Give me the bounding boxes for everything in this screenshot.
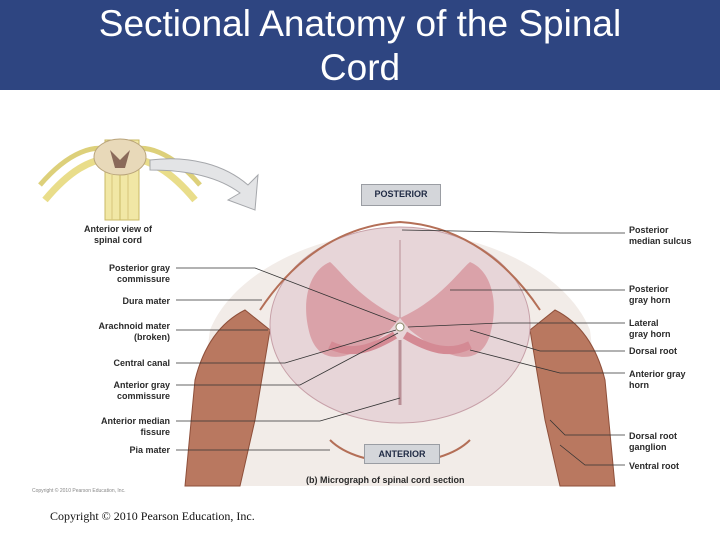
label-line: median sulcus: [629, 236, 692, 246]
label-line: horn: [629, 380, 649, 390]
label-line: Ventral root: [629, 461, 680, 471]
label-ventral-root: Ventral root: [629, 461, 719, 472]
label-line: Dorsal root: [629, 346, 678, 356]
inset-label: Anterior view of spinal cord: [73, 224, 163, 246]
label-anterior-gray-commissure: Anterior gray commissure: [60, 380, 170, 402]
inset-spinal-cord-illustration: [38, 138, 202, 221]
label-line: (broken): [134, 332, 170, 342]
label-line: fissure: [140, 427, 170, 437]
pointer-arrow: [149, 158, 259, 211]
label-line: Arachnoid mater: [98, 321, 170, 331]
title-bar: [0, 0, 720, 90]
label-anterior-median-fissure: Anterior median fissure: [60, 416, 170, 438]
label-line: gray horn: [629, 295, 671, 305]
label-line: Posterior: [629, 284, 669, 294]
label-line: Dura mater: [122, 296, 170, 306]
label-line: ganglion: [629, 442, 667, 452]
label-line: Posterior gray: [108, 263, 170, 273]
slide-title: Sectional Anatomy of the Spinal Cord: [0, 2, 720, 90]
left-leader-lines: [176, 267, 401, 451]
anterior-label-box: ANTERIOR: [364, 444, 440, 464]
small-copyright: Copyright © 2010 Pearson Education, Inc.: [32, 488, 126, 494]
label-lateral-gray-horn: Lateral gray horn: [629, 318, 719, 340]
label-dura-mater: Dura mater: [60, 296, 170, 307]
slide-title-line-1: Sectional Anatomy of the Spinal: [98, 3, 622, 44]
label-line: gray horn: [629, 329, 671, 339]
label-dorsal-root-ganglion: Dorsal root ganglion: [629, 431, 719, 453]
inset-label-line-2: spinal cord: [93, 235, 142, 245]
label-anterior-gray-horn: Anterior gray horn: [629, 369, 719, 391]
slide-title-line-2: Cord: [319, 47, 401, 88]
label-line: commissure: [116, 274, 170, 284]
label-posterior-median-sulcus: Posterior median sulcus: [629, 225, 719, 247]
label-posterior-gray-commissure: Posterior gray commissure: [60, 263, 170, 285]
label-dorsal-root: Dorsal root: [629, 346, 719, 357]
micrograph-image: [184, 220, 616, 487]
label-line: Posterior: [629, 225, 669, 235]
label-line: commissure: [116, 391, 170, 401]
label-line: Anterior gray: [113, 380, 170, 390]
label-line: Anterior median: [100, 416, 170, 426]
label-line: Dorsal root: [629, 431, 678, 441]
inset-label-line-1: Anterior view of: [83, 224, 152, 234]
figure-caption: (b) Micrograph of spinal cord section: [306, 475, 465, 485]
posterior-label-box: POSTERIOR: [361, 184, 441, 206]
label-arachnoid-mater: Arachnoid mater (broken): [60, 321, 170, 343]
label-line: Anterior gray: [629, 369, 686, 379]
label-line: Central canal: [113, 358, 170, 368]
label-central-canal: Central canal: [60, 358, 170, 369]
label-posterior-gray-horn: Posterior gray horn: [629, 284, 719, 306]
label-line: Pia mater: [129, 445, 170, 455]
right-leader-lines: [401, 229, 625, 466]
footer-copyright: Copyright © 2010 Pearson Education, Inc.: [50, 509, 255, 523]
label-pia-mater: Pia mater: [60, 445, 170, 456]
label-line: Lateral: [629, 318, 659, 328]
